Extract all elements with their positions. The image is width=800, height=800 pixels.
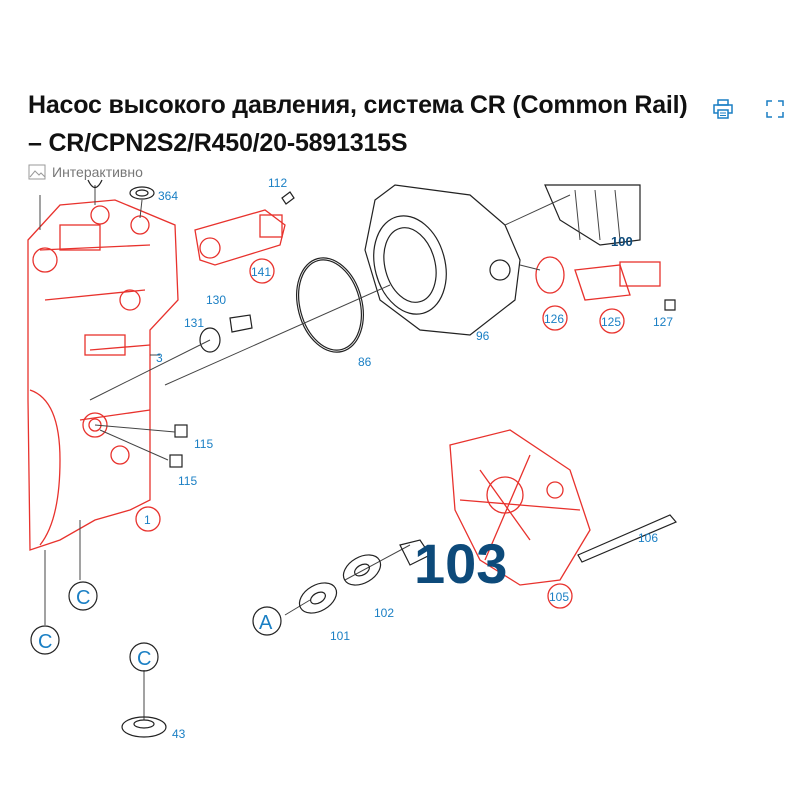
interactive-toggle[interactable]: Интерактивно (28, 164, 143, 180)
callout-126[interactable]: 126 (544, 312, 564, 326)
callout-103[interactable]: 103 (414, 532, 507, 595)
callout-102[interactable]: 102 (374, 606, 394, 620)
callout-86[interactable]: 86 (358, 355, 372, 369)
callout-141[interactable]: 141 (251, 265, 271, 279)
callout-115[interactable]: 115 (194, 437, 213, 451)
callout-364[interactable]: 364 (158, 189, 178, 203)
callout-127[interactable]: 127 (653, 315, 673, 329)
callout-115[interactable]: 115 (178, 474, 197, 488)
callout-131[interactable]: 131 (184, 316, 204, 330)
callout-125[interactable]: 125 (601, 315, 621, 329)
housing[interactable] (363, 184, 521, 336)
callout-106[interactable]: 106 (638, 531, 658, 545)
callout-43[interactable]: 43 (172, 727, 186, 741)
fullscreen-icon[interactable] (764, 98, 786, 120)
callout-105[interactable]: 105 (549, 590, 569, 604)
pump-body[interactable] (27, 199, 179, 551)
callout-100[interactable]: 100 (611, 234, 633, 249)
pump-cover[interactable] (449, 429, 591, 586)
interactive-label: Интерактивно (52, 164, 143, 180)
metering-valve[interactable] (194, 209, 286, 266)
callout-96[interactable]: 96 (476, 329, 490, 343)
callout-C[interactable]: C (76, 587, 90, 609)
printer-icon[interactable] (712, 98, 734, 120)
callout-101[interactable]: 101 (330, 629, 350, 643)
callout-C[interactable]: C (38, 631, 52, 653)
callout-C[interactable]: C (137, 648, 151, 670)
image-icon (28, 164, 46, 180)
callout-112[interactable]: 112 (268, 176, 287, 190)
callout-1[interactable]: 1 (144, 513, 151, 527)
callout-130[interactable]: 130 (206, 293, 226, 307)
page-title: Насос высокого давления, система CR (Com… (28, 91, 688, 157)
callout-3[interactable]: 3 (156, 351, 163, 365)
callout-A[interactable]: A (259, 612, 273, 634)
